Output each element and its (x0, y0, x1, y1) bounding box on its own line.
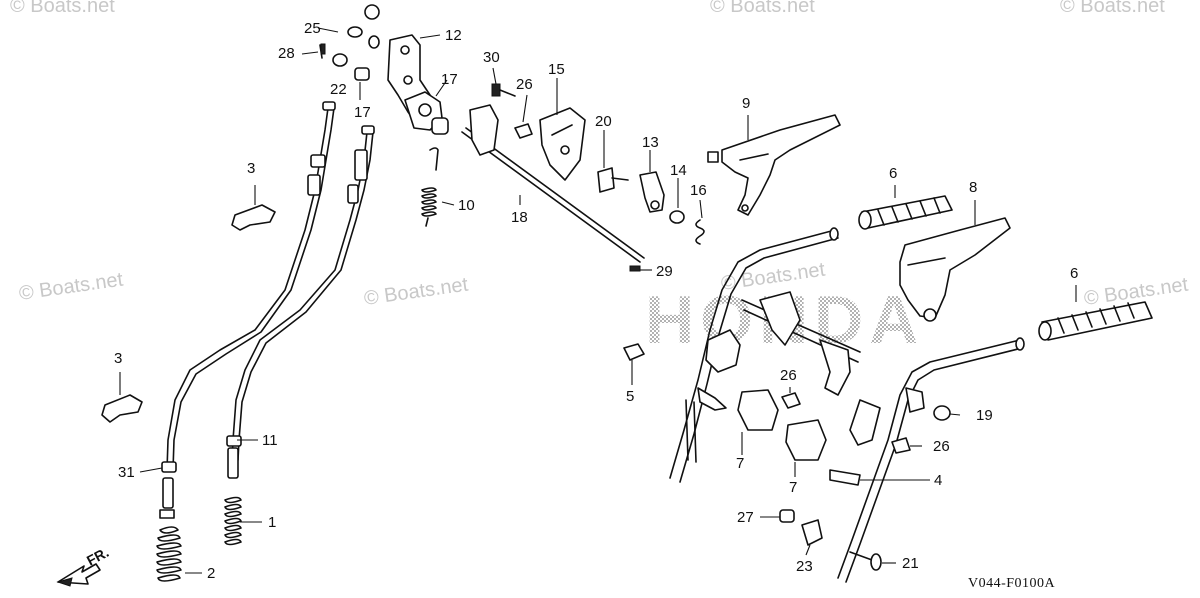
watermark-text: © Boats.net (10, 0, 115, 17)
callout-16: 16 (690, 182, 707, 199)
callout-2: 2 (207, 565, 215, 582)
callout-8: 8 (969, 179, 977, 196)
cable-clip-lower (101, 394, 143, 423)
callout-22: 22 (330, 81, 347, 98)
callout-4: 4 (934, 472, 942, 489)
callout-10: 10 (458, 197, 475, 214)
control-shaft (461, 104, 645, 263)
watermark-text: © Boats.net (710, 0, 815, 17)
cable-assembly-left (156, 101, 336, 582)
cotter-pin (629, 265, 641, 272)
callout-6: 6 (1070, 265, 1078, 282)
callout-20: 20 (595, 113, 612, 130)
callout-30: 30 (483, 49, 500, 66)
cable-assembly-right (224, 125, 375, 546)
callout-21: 21 (902, 555, 919, 572)
bracket-assembly (319, 4, 449, 135)
callout-18: 18 (511, 209, 528, 226)
callout-26: 26 (780, 367, 797, 384)
clutch-lever-upper (707, 114, 841, 216)
callout-14: 14 (670, 162, 687, 179)
watermark-text: © Boats.net (1060, 0, 1165, 17)
callout-13: 13 (642, 134, 659, 151)
small-hardware (623, 329, 951, 571)
front-direction-arrow: FR. (56, 544, 111, 587)
callout-12: 12 (445, 27, 462, 44)
callout-26: 26 (516, 76, 533, 93)
callout-1: 1 (268, 514, 276, 531)
callout-29: 29 (656, 263, 673, 280)
callout-9: 9 (742, 95, 750, 112)
callout-19: 19 (976, 407, 993, 424)
clutch-lever-right (899, 217, 1011, 322)
callout-5: 5 (626, 388, 634, 405)
callout-15: 15 (548, 61, 565, 78)
callout-17: 17 (441, 71, 458, 88)
return-spring (421, 147, 439, 227)
callout-7: 7 (789, 479, 797, 496)
callout-17: 17 (354, 104, 371, 121)
callout-7: 7 (736, 455, 744, 472)
callout-26: 26 (933, 438, 950, 455)
callout-11: 11 (262, 432, 278, 449)
leader-lines (119, 27, 1077, 574)
cover-plate (539, 107, 586, 181)
callout-labels: 1 2 3 3 4 5 6 6 7 7 8 9 10 11 12 13 14 1… (114, 20, 1078, 582)
callout-25: 25 (304, 20, 321, 37)
callout-3: 3 (114, 350, 122, 367)
callout-31: 31 (118, 464, 135, 481)
callout-3: 3 (247, 160, 255, 177)
bolts-upper (491, 83, 533, 139)
cable-clip-upper (231, 204, 276, 231)
callout-27: 27 (737, 509, 754, 526)
callout-28: 28 (278, 45, 295, 62)
watermark-text: © Boats.net (363, 274, 470, 310)
handlebar-frame (669, 227, 1025, 583)
callout-6: 6 (889, 165, 897, 182)
bolt-collar-arm (597, 167, 705, 245)
handle-grip-upper (858, 195, 953, 230)
callout-23: 23 (796, 558, 813, 575)
drawing-code: V044-F0100A (968, 576, 1056, 591)
front-label: FR. (84, 544, 111, 569)
handle-grip-lower (1038, 301, 1153, 341)
watermark-text: © Boats.net (18, 269, 125, 305)
